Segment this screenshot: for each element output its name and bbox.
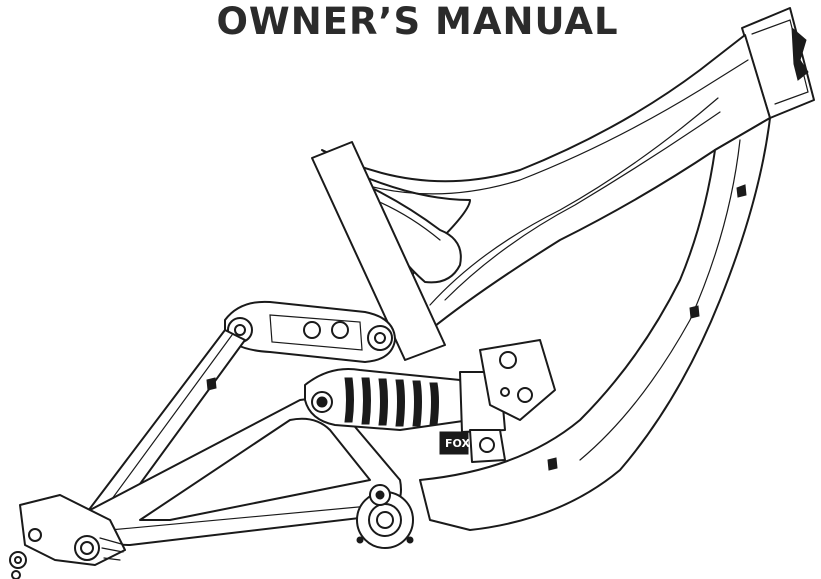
- page-title: OWNER’S MANUAL: [216, 0, 619, 43]
- rear-shock: FOX: [304, 368, 506, 463]
- shock-logo: FOX: [445, 437, 470, 450]
- down-tube: [419, 117, 771, 531]
- rocker-link: [224, 300, 396, 363]
- bottom-bracket: [356, 484, 414, 549]
- rear-dropout: [9, 494, 126, 579]
- shock-mount: [479, 339, 556, 421]
- seat-tube: [311, 141, 446, 361]
- chain-stay: [89, 398, 402, 546]
